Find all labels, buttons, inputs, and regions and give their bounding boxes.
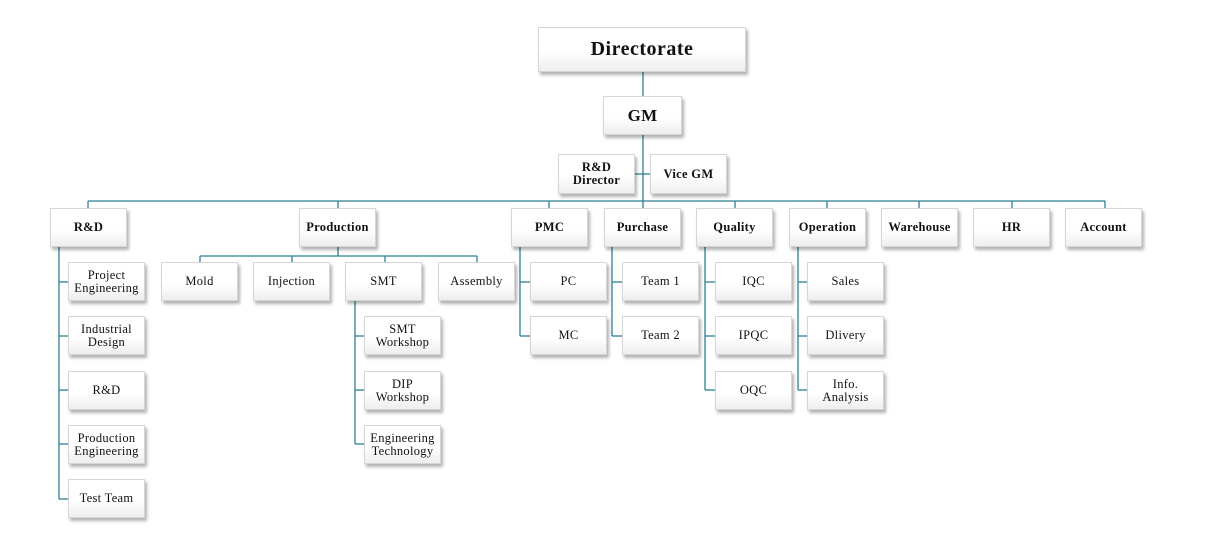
- node-label: HR: [1001, 220, 1022, 234]
- node-label: Team 1: [641, 274, 680, 288]
- node-label: DIP Workshop: [375, 376, 430, 404]
- node-dept-production: Production: [299, 208, 376, 247]
- node-dept-operation: Operation: [789, 208, 866, 247]
- node-operation-child: Dlivery: [807, 316, 884, 355]
- node-rd-child: Test Team: [68, 479, 145, 518]
- node-label: Production: [306, 220, 369, 234]
- node-label: R&D: [92, 383, 121, 397]
- node-label: Quality: [713, 220, 756, 234]
- node-operation-child: Sales: [807, 262, 884, 301]
- node-label: SMT: [370, 274, 397, 288]
- node-production-child: SMT: [345, 262, 422, 301]
- node-label: Production Engineering: [74, 430, 139, 458]
- node-purchase-child: Team 2: [622, 316, 699, 355]
- node-label: Warehouse: [888, 220, 951, 234]
- node-production-child: Mold: [161, 262, 238, 301]
- node-label: Engineering Technology: [370, 430, 435, 458]
- node-smt-child: Engineering Technology: [364, 425, 441, 464]
- node-quality-child: OQC: [715, 371, 792, 410]
- node-label: Mold: [185, 274, 214, 288]
- node-label: GM: [627, 106, 658, 125]
- node-label: Project Engineering: [74, 267, 139, 295]
- node-label: Info. Analysis: [822, 376, 869, 404]
- node-rd-child: R&D: [68, 371, 145, 410]
- node-label: Purchase: [616, 220, 669, 234]
- node-rd-child: Industrial Design: [68, 316, 145, 355]
- node-label: Sales: [831, 274, 860, 288]
- node-vice-gm: Vice GM: [650, 154, 727, 194]
- node-production-child: Injection: [253, 262, 330, 301]
- node-production-child: Assembly: [438, 262, 515, 301]
- node-label: PMC: [534, 220, 565, 234]
- node-label: MC: [558, 328, 579, 342]
- node-directorate: Directorate: [538, 27, 746, 72]
- node-label: SMT Workshop: [375, 321, 430, 349]
- node-label: R&D Director: [572, 160, 621, 187]
- node-quality-child: IQC: [715, 262, 792, 301]
- node-label: Operation: [798, 220, 857, 234]
- node-dept-hr: HR: [973, 208, 1050, 247]
- node-dept-account: Account: [1065, 208, 1142, 247]
- node-dept-rd: R&D: [50, 208, 127, 247]
- node-pmc-child: PC: [530, 262, 607, 301]
- node-label: Team 2: [641, 328, 680, 342]
- node-label: Assembly: [450, 274, 503, 288]
- node-pmc-child: MC: [530, 316, 607, 355]
- node-rd-child: Production Engineering: [68, 425, 145, 464]
- node-label: Dlivery: [825, 328, 866, 342]
- node-operation-child: Info. Analysis: [807, 371, 884, 410]
- node-gm: GM: [603, 96, 682, 135]
- node-dept-warehouse: Warehouse: [881, 208, 958, 247]
- node-label: IQC: [742, 274, 765, 288]
- node-label: Industrial Design: [81, 321, 132, 349]
- node-label: Test Team: [79, 491, 134, 505]
- node-quality-child: IPQC: [715, 316, 792, 355]
- node-dept-quality: Quality: [696, 208, 773, 247]
- node-purchase-child: Team 1: [622, 262, 699, 301]
- node-rd-director: R&D Director: [558, 154, 635, 194]
- node-smt-child: SMT Workshop: [364, 316, 441, 355]
- node-label: PC: [560, 274, 577, 288]
- node-label: IPQC: [738, 328, 769, 342]
- node-dept-purchase: Purchase: [604, 208, 681, 247]
- node-dept-pmc: PMC: [511, 208, 588, 247]
- node-label: Account: [1080, 220, 1127, 234]
- node-label: Injection: [267, 274, 316, 288]
- node-label: R&D: [73, 220, 104, 234]
- node-label: Directorate: [590, 38, 694, 60]
- node-rd-child: Project Engineering: [68, 262, 145, 301]
- node-label: Vice GM: [663, 166, 714, 181]
- node-smt-child: DIP Workshop: [364, 371, 441, 410]
- node-label: OQC: [739, 383, 768, 397]
